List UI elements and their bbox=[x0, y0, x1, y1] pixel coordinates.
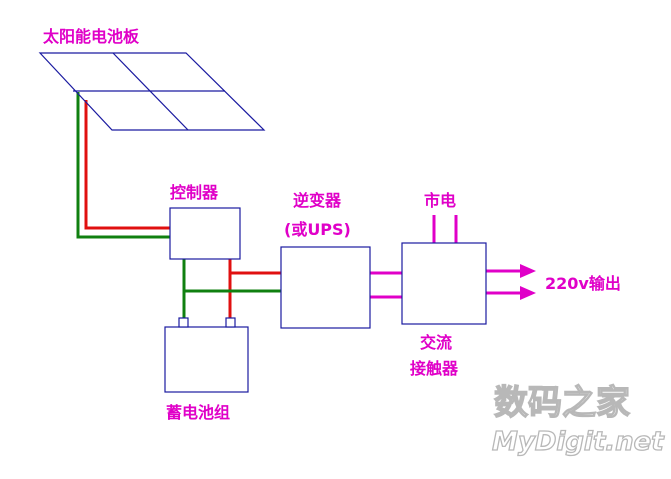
output-arrowhead-2 bbox=[520, 286, 536, 300]
solar-panel bbox=[38, 52, 266, 131]
output-arrowhead-1 bbox=[520, 264, 536, 278]
battery-box bbox=[164, 326, 249, 393]
output-label: 220v输出 bbox=[545, 274, 621, 293]
watermark-english: MyDigit.net bbox=[492, 427, 665, 457]
ac-contactor-box bbox=[401, 242, 487, 325]
panel-controller-negative-wire bbox=[76, 92, 170, 239]
controller-label: 控制器 bbox=[170, 183, 219, 202]
battery-label: 蓄电池组 bbox=[166, 403, 230, 422]
solar-panel-label: 太阳能电池板 bbox=[42, 27, 140, 46]
watermark-chinese: 数码之家 bbox=[494, 383, 630, 423]
inverter-label: 逆变器 bbox=[293, 191, 342, 210]
grid-label: 市电 bbox=[424, 191, 456, 210]
ac-contactor-label-line2: 接触器 bbox=[410, 359, 459, 378]
ac-contactor-label-line1: 交流 bbox=[420, 333, 452, 352]
battery-terminal-negative bbox=[178, 317, 189, 328]
inverter-subtitle-label: (或UPS) bbox=[284, 220, 351, 239]
battery-terminal-positive bbox=[225, 317, 236, 328]
inverter-box bbox=[280, 246, 371, 329]
controller-box bbox=[169, 207, 241, 260]
panel-controller-positive-wire bbox=[84, 100, 170, 230]
